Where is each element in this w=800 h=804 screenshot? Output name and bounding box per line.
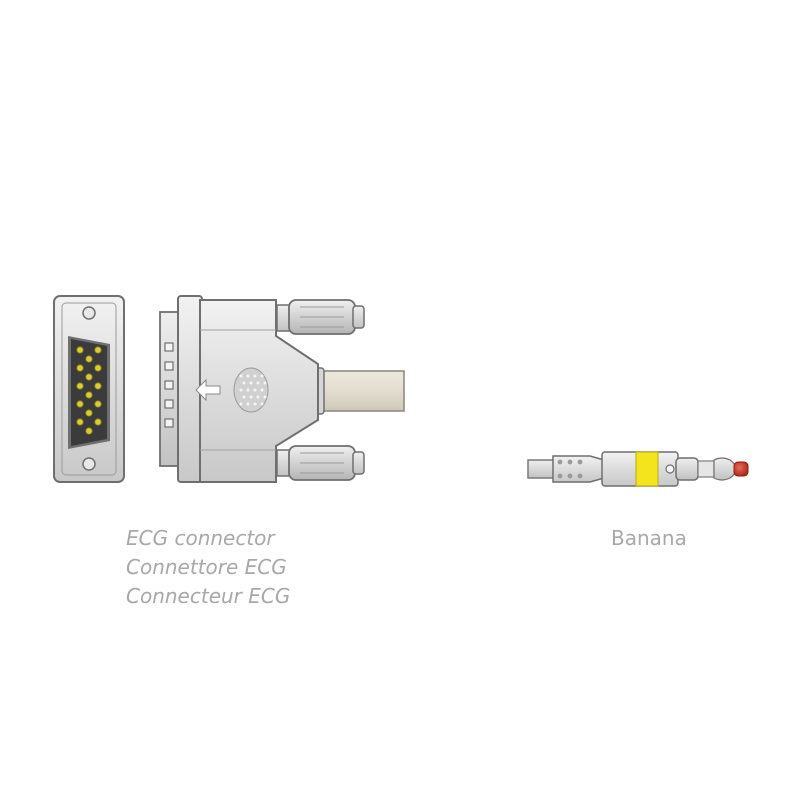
connector-pin [94, 346, 102, 354]
connector-pin [76, 382, 84, 390]
db15-front-face [53, 295, 125, 483]
connector-pin [94, 400, 102, 408]
banana-grip-holes [557, 459, 583, 479]
mount-hole-bottom [82, 457, 96, 471]
connector-pin [94, 418, 102, 426]
grip-dot [263, 395, 267, 399]
grip-dot [253, 374, 257, 378]
ecg-connector-side-view [159, 295, 405, 483]
grip-dot [260, 374, 264, 378]
connector-pin [85, 373, 93, 381]
banana-plug [527, 451, 749, 487]
connector-pin [76, 400, 84, 408]
grip-dot [239, 402, 243, 406]
connector-pin [85, 355, 93, 363]
banana-tip [733, 461, 749, 477]
connector-pin [76, 346, 84, 354]
cable [317, 370, 405, 412]
grip-dot [260, 402, 264, 406]
grip-dot [253, 388, 257, 392]
connector-pin [94, 382, 102, 390]
grip-dot [239, 388, 243, 392]
connector-pin [94, 364, 102, 372]
thumbscrew-top [276, 299, 365, 335]
connector-pin [85, 427, 93, 435]
contact-ridges [164, 342, 174, 428]
grip-dot [246, 388, 250, 392]
connector-pin [76, 418, 84, 426]
pin-array [76, 346, 102, 435]
caption-french: Connecteur ECG [126, 584, 291, 608]
ecg-connector-caption: ECG connector Connettore ECG Connecteur … [126, 524, 290, 611]
grip-dot [263, 381, 267, 385]
banana-pin [713, 457, 737, 481]
grip-dot [256, 395, 260, 399]
connector-pin [85, 409, 93, 417]
grip-dot [242, 395, 246, 399]
thumbscrew-bottom [276, 445, 365, 481]
grip-dot [253, 402, 257, 406]
grip-dot [246, 402, 250, 406]
grip-dot [260, 388, 264, 392]
grip-dot [256, 381, 260, 385]
insert-arrow-icon [195, 378, 221, 402]
connector-pin [76, 364, 84, 372]
connector-pin [85, 391, 93, 399]
caption-italian: Connettore ECG [126, 555, 287, 579]
grip-dot [242, 381, 246, 385]
grip-dot [249, 381, 253, 385]
grip-pad [233, 367, 269, 413]
banana-yellow-ring [635, 451, 659, 487]
banana-caption: Banana [611, 526, 687, 550]
grip-dot [239, 374, 243, 378]
caption-english: ECG connector [126, 526, 275, 550]
grip-dot [249, 395, 253, 399]
grip-dot [246, 374, 250, 378]
mount-hole-top [82, 306, 96, 320]
